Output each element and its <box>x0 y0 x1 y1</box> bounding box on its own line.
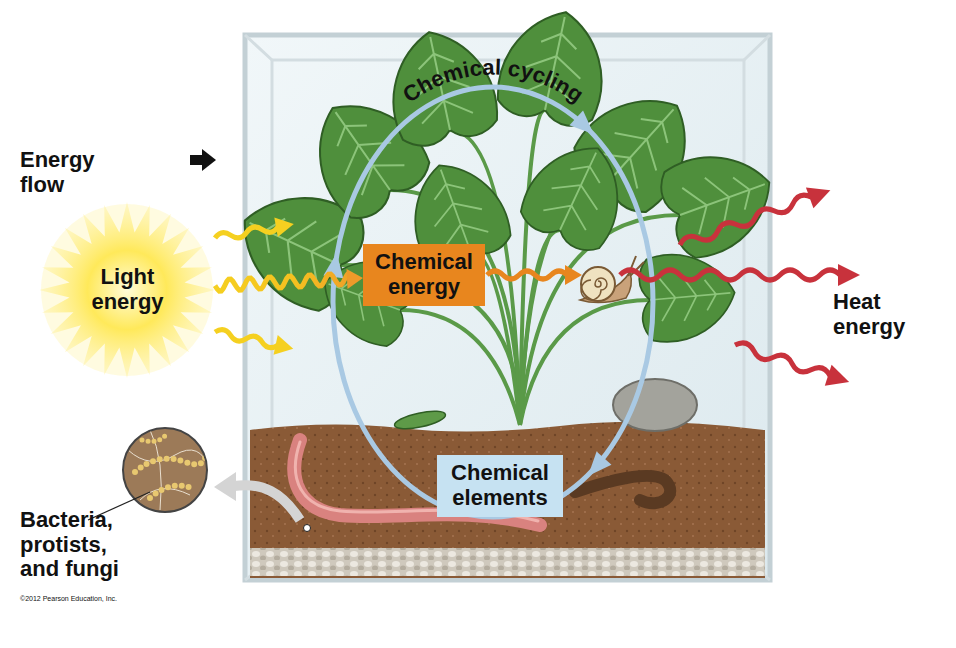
cycle-loop <box>323 87 653 517</box>
sun-node: Light energy <box>40 195 215 385</box>
arrow-head <box>347 269 363 289</box>
energy-box: Chemical energy <box>363 244 485 306</box>
heat-label: Heat energy <box>833 290 933 339</box>
energy-flow-arrow <box>190 149 216 171</box>
node-text: Chemical elements <box>439 461 561 510</box>
cycle-label-text: Chemical cycling <box>398 54 588 107</box>
energy-to-snail <box>487 265 582 285</box>
legend-text: Energy flow <box>20 148 115 197</box>
fallen-leaf <box>393 408 447 433</box>
light-rays <box>213 214 296 358</box>
gravel <box>250 548 765 576</box>
node-text: Chemical energy <box>365 250 483 299</box>
heat-arrows <box>620 180 860 393</box>
plant-leaves <box>222 2 786 352</box>
snail <box>580 256 644 303</box>
cycle-label: Chemical cycling <box>398 54 588 107</box>
soil <box>250 422 765 578</box>
decomposer-inset <box>88 428 300 520</box>
energy-flow-line <box>215 273 349 291</box>
node-text: Light energy <box>80 265 175 314</box>
energy-flow-connector <box>215 269 363 291</box>
decomposer-label: Bacteria, protists, and fungi <box>20 508 135 582</box>
copyright-note: ©2012 Pearson Education, Inc. <box>20 595 190 603</box>
elements-box: Chemical elements <box>437 455 563 517</box>
